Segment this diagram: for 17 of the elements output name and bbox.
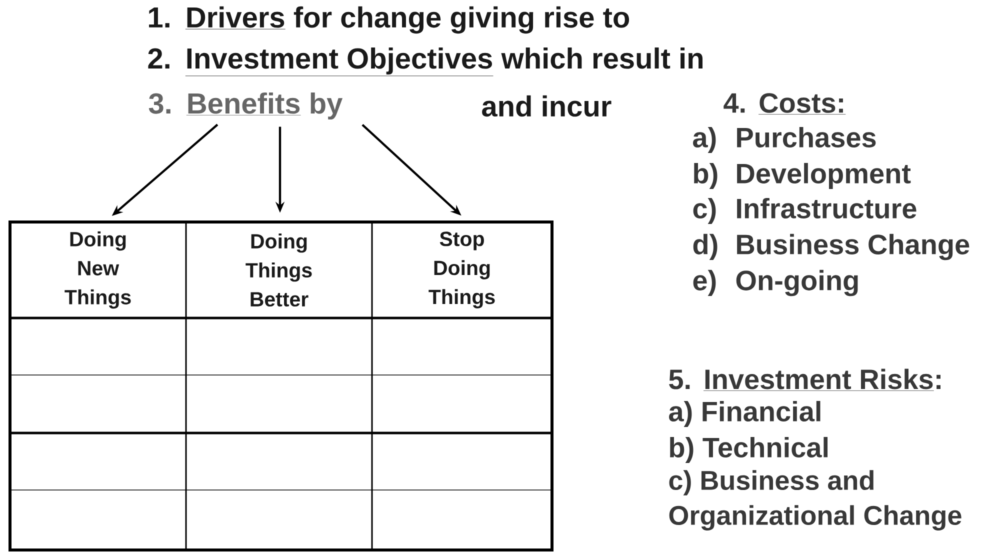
list-heading: 5. Investment Risks: (669, 368, 940, 391)
list-item: a) Financial (669, 400, 820, 428)
numbered-line: 1. Drivers for change giving rise to (149, 6, 630, 34)
numbered-line: 2. Investment Objectives which result in (148, 47, 702, 76)
list-item: c) Infrastructure (693, 198, 916, 224)
list-heading: 4. Costs: (724, 93, 846, 114)
text-line: and incur (482, 95, 612, 117)
header-cell: Doing New Things (64, 231, 131, 309)
header-cell: Stop Doing Things (428, 232, 495, 308)
list-item: b) Development (694, 162, 911, 190)
list-item: a) Purchases (693, 126, 876, 154)
list-item: b) Technical (670, 436, 828, 464)
header-cell: Doing Things Better (246, 233, 312, 307)
numbered-line: 3. Benefits by (148, 92, 343, 120)
list-item: c) Business and Organizational Change (669, 470, 962, 530)
list-item: e) On-going (693, 270, 858, 296)
list-item: d) Business Change (693, 234, 970, 260)
